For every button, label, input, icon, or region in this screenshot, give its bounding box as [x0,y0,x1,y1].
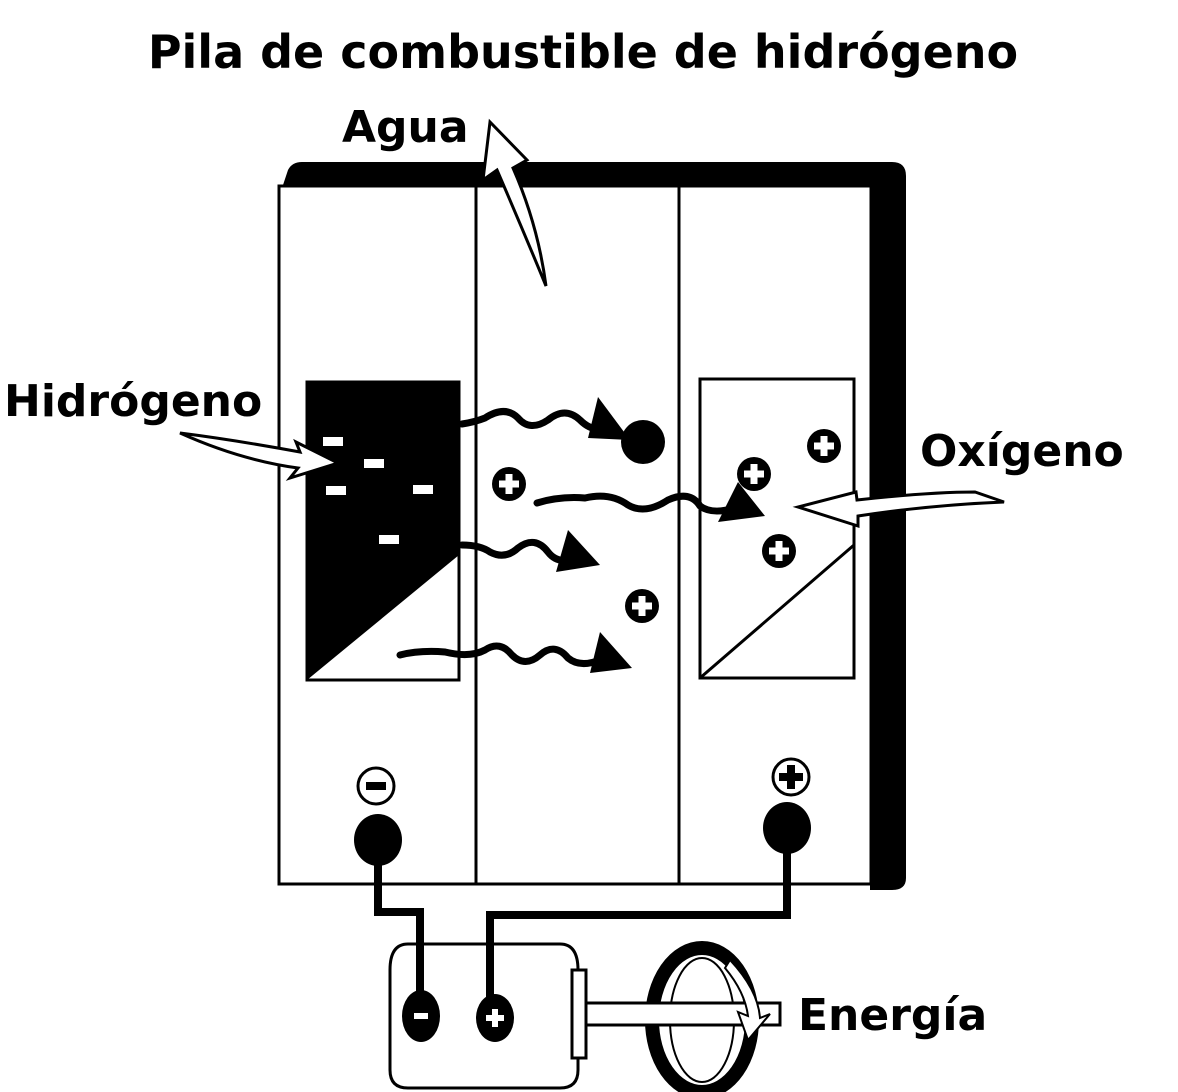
hydrogen-ion-5 [762,534,796,568]
motor-plus-icon [486,1015,504,1021]
hydrogen-arrow-icon [179,431,342,481]
water-label: Agua [342,102,469,153]
cathode-terminal [763,757,811,854]
oxygen-label: Oxígeno [920,426,1124,477]
hydrogen-label: Hidrógeno [4,376,262,427]
rotation-arrow-icon [723,958,771,1042]
water-arrow-icon [481,118,548,287]
cathode [698,377,856,680]
hydrogen-ion-2 [625,589,659,623]
rotation-indicator [584,941,782,1092]
water-molecule [621,420,665,464]
electrons [323,437,433,544]
anode [305,380,461,682]
diagram-title: Pila de combustible de hidrógeno [148,25,1018,79]
electron-path-3 [396,642,604,667]
anode-terminal [354,766,402,866]
motor [388,912,588,1090]
hydrogen-ion-4 [737,457,771,491]
motor-minus-icon [414,1013,428,1019]
oxygen-arrow-icon [792,490,1005,529]
hydrogen-ion-3 [807,429,841,463]
energy-label: Energía [798,990,987,1041]
ion-paths [396,408,739,667]
path-arrowheads [556,397,765,673]
ion-path-oxygen [533,492,739,515]
hydrogen-ion-1 [492,467,526,501]
minus-sign-icon [366,782,386,790]
electron-path-2 [458,538,579,564]
motor-shaft [584,1001,782,1027]
plus-sign-icon [779,773,803,781]
electron-path-1 [458,408,609,433]
